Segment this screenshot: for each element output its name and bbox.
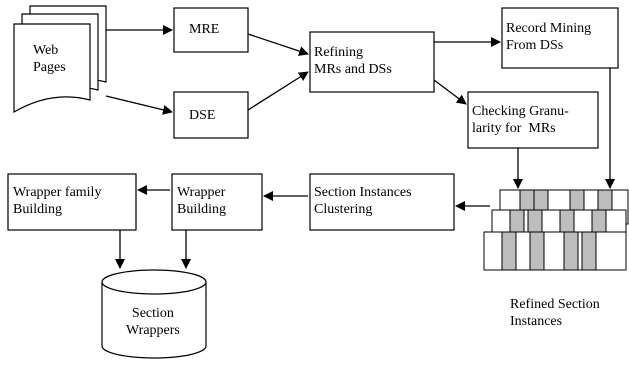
dse-label: DSE <box>189 108 216 123</box>
arrow-mre-to-refining <box>247 33 309 56</box>
arrow-refining-to-checking <box>433 79 467 105</box>
record-mining-label: Record Mining From DSs <box>506 21 592 53</box>
refining-label: Refining MRs and DSs <box>314 45 392 77</box>
arrow-web-to-dse <box>105 95 173 115</box>
section-clustering-box <box>309 173 455 231</box>
checking-label: Checking Granu- larity for MRs <box>472 104 569 136</box>
section-clustering-label: Section Instances Clustering <box>314 185 412 217</box>
mre-label: MRE <box>189 22 220 37</box>
refining-box <box>309 31 435 93</box>
wrapper-family-label: Wrapper family Building <box>13 185 102 217</box>
wrapper-building-label: Wrapper Building <box>177 185 227 217</box>
arrow-dse-to-refining <box>247 71 309 111</box>
refined-instances-caption: Refined Section Instances <box>510 297 600 329</box>
checking-box <box>467 91 599 149</box>
section-wrappers-label: Section Wrappers <box>126 306 180 338</box>
mre-box <box>173 7 249 53</box>
dse-box <box>173 91 249 139</box>
wrapper-family-box <box>7 173 137 231</box>
wrapper-building-box <box>171 173 263 231</box>
record-mining-box <box>501 7 619 69</box>
web-pages-label: Web Pages <box>33 43 66 75</box>
section-wrappers-cylinder <box>101 269 207 359</box>
refined-section-instances-graphic <box>483 189 629 271</box>
web-pages-document-stack <box>13 5 107 114</box>
